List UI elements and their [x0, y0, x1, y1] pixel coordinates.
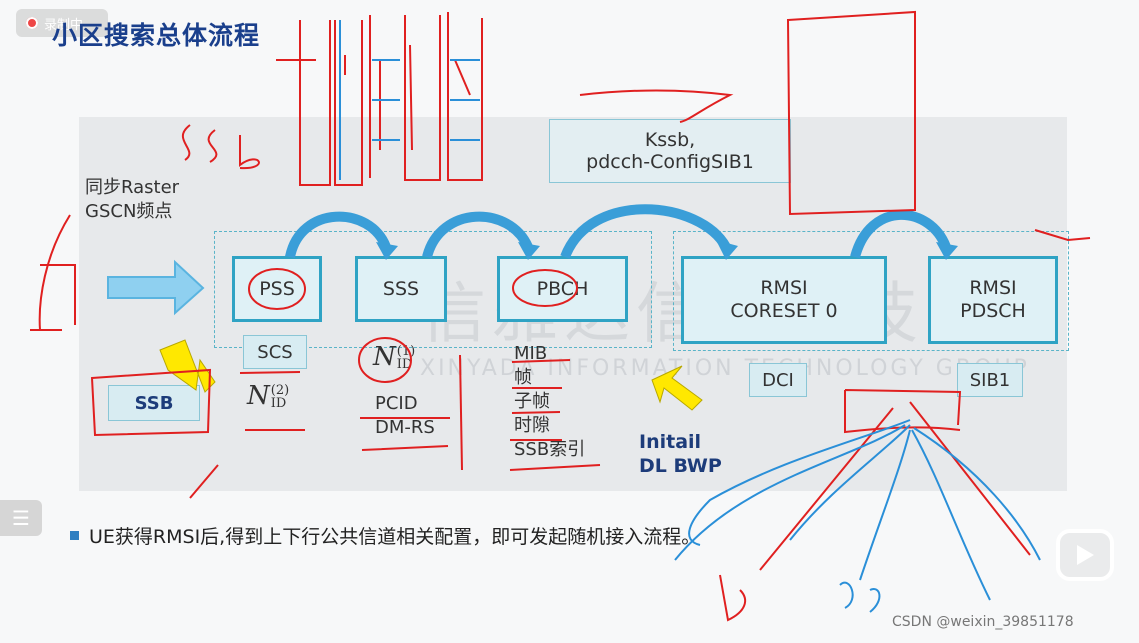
pbch-item: 帧 — [514, 367, 532, 388]
play-button[interactable] — [1056, 529, 1114, 581]
sib1-box: SIB1 — [957, 363, 1023, 397]
nid1-base: N — [373, 342, 396, 372]
sss-item-list: PCID DM-RS — [375, 392, 435, 440]
initial-bwp-line2: DL BWP — [639, 455, 722, 477]
rmsi-pdsch-line2: PDSCH — [960, 300, 1026, 322]
nid1-label: N(1)ID — [373, 342, 415, 372]
sss-block: SSS — [355, 256, 447, 322]
pbch-item: MIB — [514, 343, 548, 364]
csdn-credit: CSDN @weixin_39851178 — [892, 614, 1074, 630]
initial-bwp-line1: Initail — [639, 431, 702, 453]
list-menu-icon: ☰ — [12, 506, 30, 530]
rmsi-coreset-block: RMSI CORESET 0 — [681, 256, 887, 344]
play-icon — [1077, 545, 1094, 565]
pbch-item-list: MIB 帧 子帧 时隙 SSB索引 — [514, 342, 585, 462]
nid2-base: N — [247, 381, 270, 411]
bullet-note: UE获得RMSI后,得到上下行公共信道相关配置，即可发起随机接入流程。 — [70, 522, 700, 549]
raster-line1: 同步Raster — [85, 177, 180, 198]
menu-button[interactable]: ☰ — [0, 500, 42, 536]
dci-box: DCI — [749, 363, 807, 397]
nid2-sub: ID — [270, 396, 287, 411]
pbch-block: PBCH — [497, 256, 628, 322]
rmsi-pdsch-block: RMSI PDSCH — [928, 256, 1058, 344]
pbch-item: 子帧 — [514, 391, 550, 412]
nid2-label: N(2)ID — [247, 381, 289, 411]
sync-raster-note: 同步Raster GSCN频点 — [85, 176, 179, 224]
pbch-item: SSB索引 — [514, 439, 586, 460]
scs-box: SCS — [243, 335, 307, 369]
rmsi-coreset-line2: CORESET 0 — [730, 300, 838, 322]
ssb-box: SSB — [108, 385, 200, 421]
initial-bwp-label: Initail DL BWP — [639, 430, 722, 478]
rmsi-coreset-line1: RMSI — [760, 277, 808, 300]
recording-indicator[interactable]: 录制中 — [16, 9, 108, 37]
kssb-box: Kssb, pdcch-ConfigSIB1 — [549, 119, 791, 183]
watermark-sub: XINYADA INFORMATION TECHNOLOGY GROUP — [420, 356, 1030, 381]
raster-line2: GSCN频点 — [85, 201, 173, 222]
sss-item: PCID — [375, 393, 418, 414]
pss-block: PSS — [232, 256, 322, 322]
kssb-line1: Kssb, — [644, 129, 696, 151]
nid1-sub: ID — [396, 357, 413, 372]
rmsi-pdsch-line1: RMSI — [969, 277, 1017, 300]
sss-item: DM-RS — [375, 417, 435, 438]
recording-label: 录制中 — [44, 17, 84, 33]
bullet-text: UE获得RMSI后,得到上下行公共信道相关配置，即可发起随机接入流程。 — [89, 526, 701, 548]
bullet-square-icon — [70, 531, 79, 540]
record-icon — [26, 17, 38, 29]
kssb-line2: pdcch-ConfigSIB1 — [586, 151, 754, 173]
pbch-item: 时隙 — [514, 415, 550, 436]
page-title: 小区搜索总体流程 — [52, 21, 261, 50]
